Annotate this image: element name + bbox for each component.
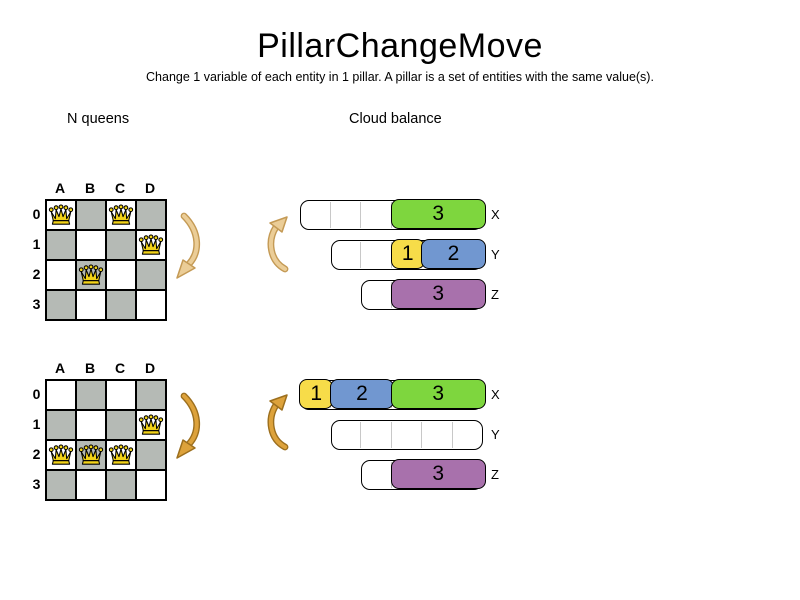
board-cell-D3 bbox=[137, 471, 165, 499]
board-cell-C1 bbox=[107, 411, 135, 439]
board-cell-D1 bbox=[137, 411, 165, 439]
queen-icon bbox=[108, 444, 134, 465]
board-cell-D0 bbox=[137, 201, 165, 229]
queen-icon bbox=[48, 204, 74, 225]
queen-icon bbox=[138, 414, 164, 435]
bar-gridline bbox=[360, 422, 362, 448]
computer-label-before-Z: Z bbox=[491, 287, 499, 302]
board-cell-B3 bbox=[77, 471, 105, 499]
process-block-3: 3 bbox=[390, 199, 486, 230]
board-cell-A1 bbox=[47, 231, 75, 259]
nqueens-board-before: A B C D 0 1 2 3 bbox=[28, 180, 167, 321]
queen-icon bbox=[78, 444, 104, 465]
column-header-B: B bbox=[84, 360, 96, 376]
process-block-1: 1 bbox=[299, 379, 334, 410]
board-column-headers: A B C D bbox=[45, 360, 167, 379]
row-label-1: 1 bbox=[32, 416, 41, 432]
computer-label-after-Z: Z bbox=[491, 467, 499, 482]
queen-icon bbox=[108, 204, 134, 225]
computer-label-after-X: X bbox=[491, 387, 500, 402]
board-cell-C2 bbox=[107, 261, 135, 289]
bar-gridline bbox=[390, 422, 392, 448]
bar-gridline bbox=[329, 202, 331, 228]
move-arrow-nqueens-after-icon bbox=[176, 392, 201, 459]
board-cell-B2 bbox=[77, 441, 105, 469]
computer-bar-after-Y bbox=[330, 420, 483, 450]
board-cell-A0 bbox=[47, 381, 75, 409]
board-cell-C2 bbox=[107, 441, 135, 469]
bar-gridline bbox=[360, 242, 362, 268]
queen-icon bbox=[48, 444, 74, 465]
board-cell-C0 bbox=[107, 201, 135, 229]
board-cell-D2 bbox=[137, 441, 165, 469]
row-label-2: 2 bbox=[32, 446, 41, 462]
board-cell-B1 bbox=[77, 411, 105, 439]
board-cell-A2 bbox=[47, 261, 75, 289]
computer-bar-before-Z: 3 bbox=[361, 279, 486, 310]
board-cell-A3 bbox=[47, 291, 75, 319]
section-label-cloudbalance: Cloud balance bbox=[349, 111, 442, 127]
board-grid bbox=[45, 379, 167, 501]
board-cell-D0 bbox=[137, 381, 165, 409]
move-arrow-cloud-after-icon bbox=[267, 394, 289, 451]
board-cell-B3 bbox=[77, 291, 105, 319]
column-header-A: A bbox=[54, 360, 66, 376]
computer-label-before-Y: Y bbox=[491, 247, 500, 262]
queen-icon bbox=[138, 234, 164, 255]
board-cell-C1 bbox=[107, 231, 135, 259]
move-arrow-cloud-before-icon bbox=[267, 216, 289, 273]
bar-gridline bbox=[360, 202, 362, 228]
process-block-3: 3 bbox=[390, 459, 486, 490]
board-cell-A0 bbox=[47, 201, 75, 229]
process-block-1: 1 bbox=[390, 239, 425, 270]
column-header-D: D bbox=[144, 180, 156, 196]
board-grid bbox=[45, 199, 167, 321]
queen-icon bbox=[78, 264, 104, 285]
bar-gridline bbox=[421, 422, 423, 448]
computer-bar-before-X: 3 bbox=[300, 199, 486, 230]
board-cell-B2 bbox=[77, 261, 105, 289]
process-block-2: 2 bbox=[421, 239, 486, 270]
column-header-D: D bbox=[144, 360, 156, 376]
column-header-B: B bbox=[84, 180, 96, 196]
row-label-1: 1 bbox=[32, 236, 41, 252]
board-cell-D3 bbox=[137, 291, 165, 319]
row-label-0: 0 bbox=[32, 386, 41, 402]
section-label-nqueens: N queens bbox=[67, 111, 130, 127]
page-title: PillarChangeMove bbox=[257, 27, 543, 65]
column-header-C: C bbox=[114, 180, 126, 196]
board-cell-B0 bbox=[77, 201, 105, 229]
board-cell-D2 bbox=[137, 261, 165, 289]
process-block-3: 3 bbox=[390, 279, 486, 310]
row-label-3: 3 bbox=[32, 476, 41, 492]
move-arrow-nqueens-before-icon bbox=[176, 212, 201, 279]
board-cell-A2 bbox=[47, 441, 75, 469]
board-cell-B1 bbox=[77, 231, 105, 259]
row-label-3: 3 bbox=[32, 296, 41, 312]
board-cell-A1 bbox=[47, 411, 75, 439]
page-subtitle: Change 1 variable of each entity in 1 pi… bbox=[146, 70, 654, 84]
row-label-2: 2 bbox=[32, 266, 41, 282]
board-cell-B0 bbox=[77, 381, 105, 409]
nqueens-board-after: A B C D 0 1 2 3 bbox=[28, 360, 167, 501]
computer-bar-after-Z: 3 bbox=[361, 459, 486, 490]
board-cell-A3 bbox=[47, 471, 75, 499]
column-header-C: C bbox=[114, 360, 126, 376]
column-header-A: A bbox=[54, 180, 66, 196]
board-cell-C3 bbox=[107, 471, 135, 499]
computer-label-after-Y: Y bbox=[491, 427, 500, 442]
bar-gridline bbox=[451, 422, 453, 448]
process-block-3: 3 bbox=[390, 379, 486, 410]
board-cell-C0 bbox=[107, 381, 135, 409]
process-block-2: 2 bbox=[329, 379, 395, 410]
board-column-headers: A B C D bbox=[45, 180, 167, 199]
row-label-0: 0 bbox=[32, 206, 41, 222]
computer-label-before-X: X bbox=[491, 207, 500, 222]
board-cell-C3 bbox=[107, 291, 135, 319]
board-cell-D1 bbox=[137, 231, 165, 259]
